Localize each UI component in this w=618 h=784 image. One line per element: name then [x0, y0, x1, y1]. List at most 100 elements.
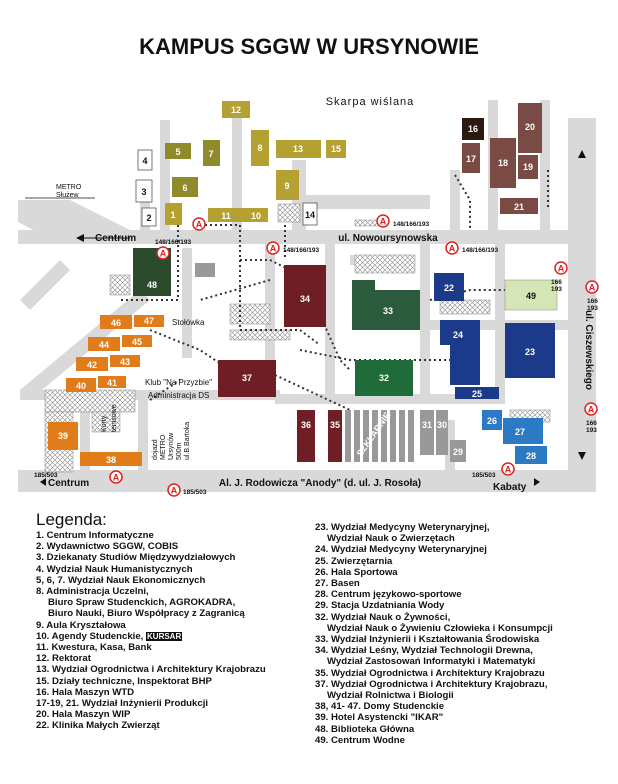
bus-stop-4[interactable]: A [376, 214, 390, 228]
building-44[interactable] [88, 337, 120, 351]
bus-stop-10[interactable]: A [167, 483, 181, 497]
building-27[interactable] [503, 418, 543, 444]
building-4[interactable] [137, 149, 153, 171]
building-41[interactable] [98, 376, 126, 388]
building-24[interactable] [440, 320, 480, 385]
svg-text:19: 19 [523, 162, 533, 172]
building-2[interactable] [141, 207, 157, 227]
building-19[interactable] [518, 155, 538, 179]
bus-stop-3[interactable]: A [266, 241, 280, 255]
svg-text:31: 31 [422, 420, 432, 430]
building-47[interactable] [134, 315, 164, 327]
svg-text:12: 12 [231, 105, 241, 115]
building-5[interactable] [165, 143, 191, 159]
building-11b[interactable] [208, 208, 248, 222]
building-9[interactable] [276, 170, 299, 200]
building-32[interactable] [355, 360, 413, 396]
svg-text:30: 30 [437, 420, 447, 430]
legend-item: 2. Wydawnictwo SGGW, COBIS [36, 541, 179, 553]
building-40[interactable] [66, 378, 96, 392]
svg-text:21: 21 [514, 202, 524, 212]
svg-text:23: 23 [525, 347, 535, 357]
building-31[interactable] [420, 410, 434, 455]
bus-stop-6[interactable]: A [554, 261, 568, 275]
svg-text:193: 193 [587, 305, 598, 312]
building-29[interactable] [450, 440, 466, 462]
building-1[interactable] [165, 203, 182, 225]
svg-text:38: 38 [106, 455, 116, 465]
svg-text:185/503: 185/503 [34, 472, 58, 479]
building-43[interactable] [110, 355, 140, 367]
bus-stop-2[interactable]: A [156, 246, 170, 260]
legend-item: 26. Hala Sportowa [315, 566, 398, 578]
legend-item: 13. Wydział Ogrodnictwa i Architektury K… [36, 664, 266, 676]
building-18[interactable] [490, 138, 516, 188]
building-30[interactable] [436, 410, 448, 455]
legend-item-text: 10. Agendy Studenckie, [36, 630, 144, 642]
building-12[interactable] [222, 101, 250, 118]
svg-text:3: 3 [141, 187, 146, 197]
building-25[interactable] [455, 387, 499, 399]
legend-item: 28. Centrum językowo-sportowe [315, 589, 462, 601]
building-49[interactable] [504, 279, 558, 311]
legend-item: 22. Klinika Małych Zwierząt [36, 720, 160, 732]
building-37[interactable] [218, 360, 276, 397]
svg-text:METRO: METRO [56, 184, 82, 191]
building-34[interactable] [284, 265, 326, 327]
building-28[interactable] [515, 446, 547, 464]
svg-text:1: 1 [170, 210, 175, 220]
svg-text:18: 18 [498, 158, 508, 168]
bus-stop-7[interactable]: A [585, 280, 599, 294]
svg-text:10: 10 [251, 211, 261, 221]
building-10[interactable] [244, 208, 268, 222]
legend-item-continuation: Wydział Nauk o Zwierzętach [327, 533, 455, 545]
building-7[interactable] [203, 140, 220, 166]
svg-text:Administracja DS: Administracja DS [148, 391, 209, 400]
svg-text:ul.B.Bartoka: ul.B.Bartoka [184, 422, 191, 460]
building-42[interactable] [76, 357, 108, 371]
svg-text:166: 166 [551, 279, 562, 286]
building-16[interactable] [462, 118, 484, 140]
legend-item: 16. Hala Maszyn WTD [36, 686, 135, 698]
building-45[interactable] [122, 335, 152, 347]
svg-text:36: 36 [301, 420, 311, 430]
svg-text:Ursynów: Ursynów [168, 432, 175, 460]
svg-text:45: 45 [132, 337, 142, 347]
building-33[interactable] [352, 280, 420, 330]
svg-text:Stołówka: Stołówka [172, 318, 205, 327]
building-21[interactable] [500, 198, 538, 214]
svg-text:METRO: METRO [160, 434, 167, 460]
building-46[interactable] [100, 315, 132, 329]
building-3[interactable] [135, 179, 153, 203]
building-20[interactable] [518, 103, 542, 153]
building-8[interactable] [251, 130, 269, 166]
bus-stop-9[interactable]: A [109, 470, 123, 484]
bus-stop-11[interactable]: A [501, 462, 515, 476]
svg-text:Korty: Korty [101, 415, 108, 432]
svg-text:A: A [196, 220, 203, 230]
legend-item: 37. Wydział Ogrodnictwa i Architektury K… [315, 678, 548, 690]
bus-stop-5[interactable]: A [445, 241, 459, 255]
building-13[interactable] [276, 140, 321, 158]
bus-stop-1[interactable]: A [192, 217, 206, 231]
building-17[interactable] [462, 143, 480, 173]
building-23[interactable] [505, 323, 555, 378]
building-36[interactable] [297, 410, 315, 462]
arrow-up-right-head [578, 150, 586, 158]
building-38[interactable] [80, 452, 142, 466]
building-35[interactable] [328, 410, 342, 462]
legend-item: 39. Hotel Asystencki "IKAR" [315, 712, 444, 724]
svg-text:13: 13 [293, 144, 303, 154]
bus-line-labels: 148/166/193 148/166/193 148/166/193 148/… [34, 221, 598, 496]
legend-item: 1. Centrum Informatyczne [36, 530, 154, 541]
building-14[interactable] [302, 202, 318, 226]
building-26[interactable] [482, 410, 502, 430]
building-22[interactable] [434, 273, 464, 301]
bus-stop-8[interactable]: A [584, 402, 598, 416]
building-6[interactable] [172, 177, 198, 197]
svg-text:148/166/193: 148/166/193 [155, 239, 192, 246]
building-15[interactable] [326, 140, 346, 158]
building-39[interactable] [48, 422, 78, 450]
legend-item: 25. Zwierzętarnia [315, 555, 393, 567]
legend-item: 32. Wydział Nauk o Żywności, [315, 611, 451, 623]
